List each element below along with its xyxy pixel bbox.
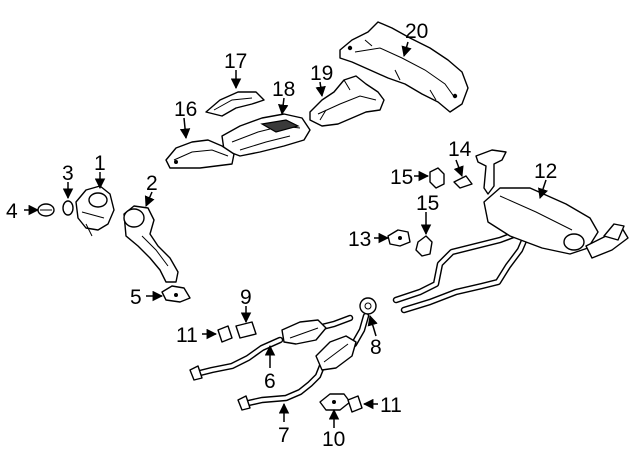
callout-14: 14 (448, 138, 472, 161)
callout-19: 19 (310, 62, 333, 85)
callout-20: 20 (405, 20, 428, 43)
gasket-ring (62, 200, 74, 216)
rear-pipe-converter (237, 312, 370, 411)
callout-7: 7 (278, 424, 290, 447)
callout-labels: 20 19 18 17 16 1 3 4 2 5 9 11 6 8 7 10 1… (6, 20, 557, 451)
muffler-hanger (453, 149, 507, 195)
heat-shield-main (221, 113, 311, 157)
callout-13: 13 (348, 228, 371, 251)
callout-2: 2 (146, 172, 158, 195)
callout-10: 10 (322, 428, 345, 451)
callout-15-lower: 15 (416, 192, 439, 215)
muffler (483, 187, 629, 259)
callout-16: 16 (174, 98, 197, 121)
clamp-left (217, 325, 233, 343)
front-pipe-resonator (189, 314, 354, 381)
intermediate-pipes (392, 218, 530, 314)
callout-5: 5 (130, 286, 142, 309)
bracket-lower (319, 393, 351, 411)
front-pipe (123, 205, 179, 283)
exhaust-manifold (75, 185, 115, 237)
callout-11-right: 11 (380, 394, 402, 417)
heat-shield-front (165, 139, 235, 169)
heat-shield-center (309, 75, 385, 127)
callout-4: 4 (6, 200, 18, 223)
clamp-right (347, 395, 363, 413)
leader-lines (24, 41, 548, 428)
callout-15-upper: 15 (390, 166, 413, 189)
heat-shield-upper (205, 91, 265, 117)
bracket (161, 285, 191, 303)
hanger-isolator (359, 297, 377, 315)
callout-6: 6 (264, 370, 276, 393)
gasket (235, 321, 257, 339)
heat-shield-rear (339, 21, 469, 113)
hanger-bracket (387, 229, 411, 247)
clamp (37, 203, 55, 217)
callout-8: 8 (370, 336, 382, 359)
isolator-upper (429, 167, 445, 189)
isolator-lower (415, 235, 433, 257)
callout-12: 12 (534, 160, 557, 183)
callout-1: 1 (94, 152, 106, 175)
callout-9: 9 (240, 286, 252, 309)
callout-18: 18 (272, 78, 295, 101)
callout-11-left: 11 (176, 324, 198, 347)
callout-17: 17 (224, 50, 247, 73)
callout-3: 3 (62, 162, 74, 185)
